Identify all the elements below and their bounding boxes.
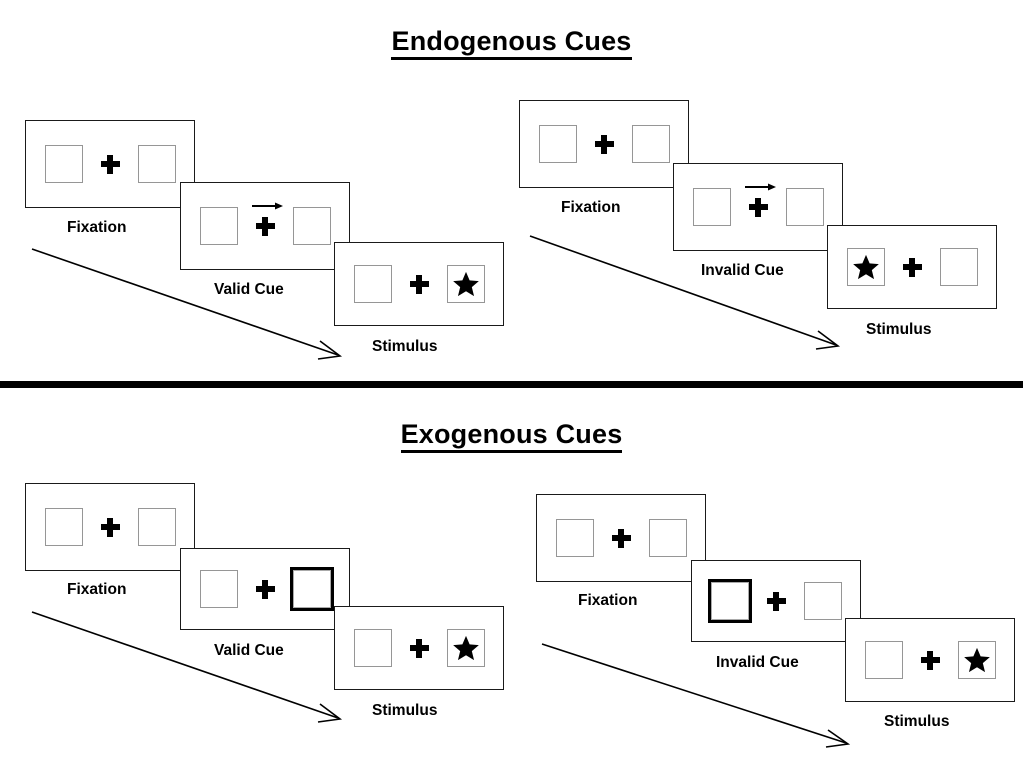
fixation-cross-icon [594, 134, 614, 154]
stimulus-box-right [292, 207, 331, 245]
caption-exogenous-invalid-fixation: Fixation [578, 592, 638, 609]
caption-endogenous-invalid-stimulus: Stimulus [866, 321, 932, 338]
fixation-cross-icon [100, 517, 120, 537]
panel-endogenous-valid-fixation[interactable] [25, 120, 195, 208]
sequence-arrow-exogenous-valid [31, 611, 343, 723]
fixation-cross-icon [748, 197, 768, 217]
star-icon [852, 254, 879, 280]
stimulus-box-left [353, 265, 392, 303]
fixation-cross-icon [255, 579, 275, 599]
star-icon [452, 635, 479, 661]
stimulus-box-left [44, 145, 83, 183]
stimulus-box-right-target [446, 629, 485, 667]
central-cue-group [251, 202, 283, 236]
stimulus-box-right [803, 582, 842, 620]
caption-exogenous-invalid-stimulus: Stimulus [884, 713, 950, 730]
fixation-cross-icon [766, 591, 786, 611]
panel-endogenous-invalid-fixation[interactable] [519, 100, 689, 188]
star-icon [963, 647, 990, 673]
fixation-cross-icon [255, 216, 275, 236]
arrow-right-icon [251, 202, 283, 209]
stimulus-box-right [137, 145, 176, 183]
fixation-cross-icon [409, 274, 429, 294]
caption-endogenous-invalid-fixation: Fixation [561, 199, 621, 216]
caption-endogenous-invalid-cue: Invalid Cue [701, 262, 784, 279]
caption-endogenous-valid-cue: Valid Cue [214, 281, 284, 298]
caption-exogenous-valid-fixation: Fixation [67, 581, 127, 598]
caption-exogenous-valid-cue: Valid Cue [214, 642, 284, 659]
caption-endogenous-valid-fixation: Fixation [67, 219, 127, 236]
sequence-arrow-endogenous-valid [31, 248, 343, 360]
fixation-cross-icon [409, 638, 429, 658]
section-divider [0, 381, 1023, 388]
central-cue-group [744, 183, 776, 217]
stimulus-box-left [692, 188, 731, 226]
caption-exogenous-invalid-cue: Invalid Cue [716, 654, 799, 671]
stimulus-box-left [199, 207, 238, 245]
stimulus-box-left [538, 125, 577, 163]
stimulus-box-left [353, 629, 392, 667]
panel-exogenous-valid-cue[interactable] [180, 548, 350, 630]
fixation-cross-icon [920, 650, 940, 670]
stimulus-box-left [44, 508, 83, 546]
arrow-right-icon [744, 183, 776, 190]
caption-exogenous-valid-stimulus: Stimulus [372, 702, 438, 719]
section-title-endogenous: Endogenous Cues [0, 26, 1023, 60]
panel-exogenous-valid-fixation[interactable] [25, 483, 195, 571]
section-title-exogenous: Exogenous Cues [0, 419, 1023, 453]
stimulus-box-right [939, 248, 978, 286]
panel-endogenous-invalid-cue[interactable] [673, 163, 843, 251]
stimulus-box-right-cued [290, 567, 333, 611]
sequence-arrow-exogenous-invalid [541, 643, 851, 748]
panel-exogenous-invalid-stimulus[interactable] [845, 618, 1015, 702]
stimulus-box-right [137, 508, 176, 546]
panel-endogenous-invalid-stimulus[interactable] [827, 225, 997, 309]
stimulus-box-left [555, 519, 594, 557]
stimulus-box-left [199, 570, 238, 608]
panel-endogenous-valid-stimulus[interactable] [334, 242, 504, 326]
stimulus-box-right [631, 125, 670, 163]
caption-endogenous-valid-stimulus: Stimulus [372, 338, 438, 355]
stimulus-box-left-cued [708, 579, 751, 623]
panel-exogenous-valid-stimulus[interactable] [334, 606, 504, 690]
fixation-cross-icon [611, 528, 631, 548]
star-icon [452, 271, 479, 297]
section-title-exogenous-text: Exogenous Cues [400, 419, 623, 453]
panel-endogenous-valid-cue[interactable] [180, 182, 350, 270]
stimulus-box-left-target [846, 248, 885, 286]
section-title-endogenous-text: Endogenous Cues [391, 26, 632, 60]
fixation-cross-icon [902, 257, 922, 277]
stimulus-box-right [648, 519, 687, 557]
fixation-cross-icon [100, 154, 120, 174]
stimulus-box-left [864, 641, 903, 679]
stimulus-box-right-target [446, 265, 485, 303]
panel-exogenous-invalid-fixation[interactable] [536, 494, 706, 582]
sequence-arrow-endogenous-invalid [529, 235, 841, 350]
panel-exogenous-invalid-cue[interactable] [691, 560, 861, 642]
stimulus-box-right-target [957, 641, 996, 679]
stimulus-box-right [785, 188, 824, 226]
